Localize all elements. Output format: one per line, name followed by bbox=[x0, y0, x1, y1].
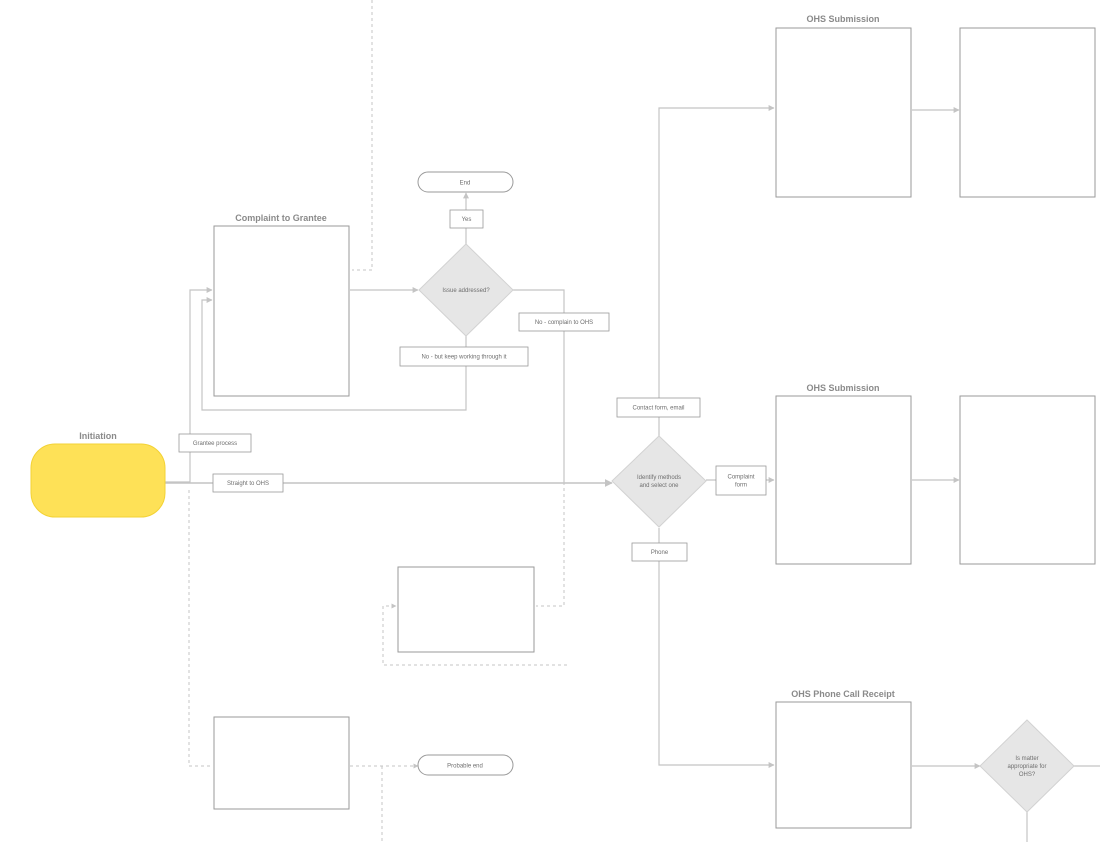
edge-decision-no-loop bbox=[201, 297, 467, 411]
title-ohs-submission-mid: OHS Submission bbox=[806, 383, 879, 393]
decision-identify-methods[interactable] bbox=[611, 435, 707, 528]
edge-label-contact-form-email: Contact form, email bbox=[632, 406, 684, 412]
label-line: Complaint bbox=[727, 475, 754, 481]
terminal-end-label: End bbox=[460, 181, 471, 187]
decision-is-matter-appropriate[interactable] bbox=[979, 719, 1075, 813]
edge-label-straight-to-ohs: Straight to OHS bbox=[227, 481, 269, 487]
complaint-to-grantee-box[interactable] bbox=[213, 225, 350, 397]
lower-middle-box[interactable] bbox=[397, 566, 535, 653]
edge-top-dashed bbox=[352, 0, 373, 271]
label-box-no-keep-working bbox=[399, 346, 529, 367]
label-line: and select one bbox=[639, 483, 679, 489]
edge-to-lower-box bbox=[536, 482, 565, 607]
ohs-submission-mid-next-box[interactable] bbox=[959, 395, 1096, 565]
title-initiation: Initiation bbox=[79, 431, 117, 441]
decision-issue-addressed[interactable] bbox=[418, 243, 514, 337]
terminal-end[interactable]: End bbox=[417, 171, 514, 193]
label-line: form bbox=[735, 483, 747, 489]
decision-issue-addressed-label: Issue addressed? bbox=[442, 288, 490, 294]
terminal-probable-end[interactable]: Probable end bbox=[417, 754, 514, 776]
label-box-complaint-form bbox=[715, 465, 767, 496]
label-box-yes bbox=[449, 209, 484, 229]
edge-label-phone: Phone bbox=[651, 550, 669, 556]
label-line: appropriate for bbox=[1007, 764, 1046, 770]
ohs-submission-top-box[interactable] bbox=[775, 27, 912, 198]
label-box-no-complain bbox=[518, 312, 610, 332]
dashed-connector-lines bbox=[188, 0, 567, 842]
edge-contact-form-email bbox=[658, 105, 775, 436]
label-line: OHS? bbox=[1019, 772, 1036, 778]
label-box-straight-to-ohs bbox=[212, 473, 284, 493]
title-complaint-to-grantee: Complaint to Grantee bbox=[235, 213, 327, 223]
label-line: Issue addressed? bbox=[442, 288, 490, 294]
edge-phone bbox=[658, 528, 775, 768]
label-line: Identify methods bbox=[637, 475, 681, 481]
ohs-submission-top-next-box[interactable] bbox=[959, 27, 1096, 198]
edge-decision-no-to-ohs bbox=[513, 289, 565, 482]
initiation-start-node[interactable] bbox=[30, 443, 166, 518]
edge-label-yes: Yes bbox=[462, 217, 472, 223]
label-box-contact-form bbox=[616, 397, 701, 418]
ohs-submission-mid-box[interactable] bbox=[775, 395, 912, 565]
lower-left-box[interactable] bbox=[213, 716, 350, 810]
title-ohs-phone-call-receipt: OHS Phone Call Receipt bbox=[791, 689, 895, 699]
edge-label-no-keep-working: No - but keep working through it bbox=[421, 355, 506, 361]
label-line: Is matter bbox=[1015, 756, 1038, 762]
label-box-phone bbox=[631, 542, 688, 562]
terminal-probable-end-label: Probable end bbox=[447, 764, 483, 770]
edge-label-no-complain-to-ohs: No - complain to OHS bbox=[535, 320, 593, 326]
title-ohs-submission-top: OHS Submission bbox=[806, 14, 879, 24]
decision-identify-methods-label: Identify methods and select one bbox=[637, 475, 681, 489]
ohs-phone-call-box[interactable] bbox=[775, 701, 912, 829]
edge-label-complaint-form: Complaint form bbox=[727, 475, 754, 489]
edge-lower-box-loop bbox=[382, 603, 567, 666]
edge-label-grantee-process: Grantee process bbox=[193, 441, 237, 447]
label-box-grantee-process bbox=[178, 433, 252, 453]
edge-initiation-down bbox=[188, 490, 212, 767]
edge-initiation-to-grantee bbox=[165, 287, 213, 483]
